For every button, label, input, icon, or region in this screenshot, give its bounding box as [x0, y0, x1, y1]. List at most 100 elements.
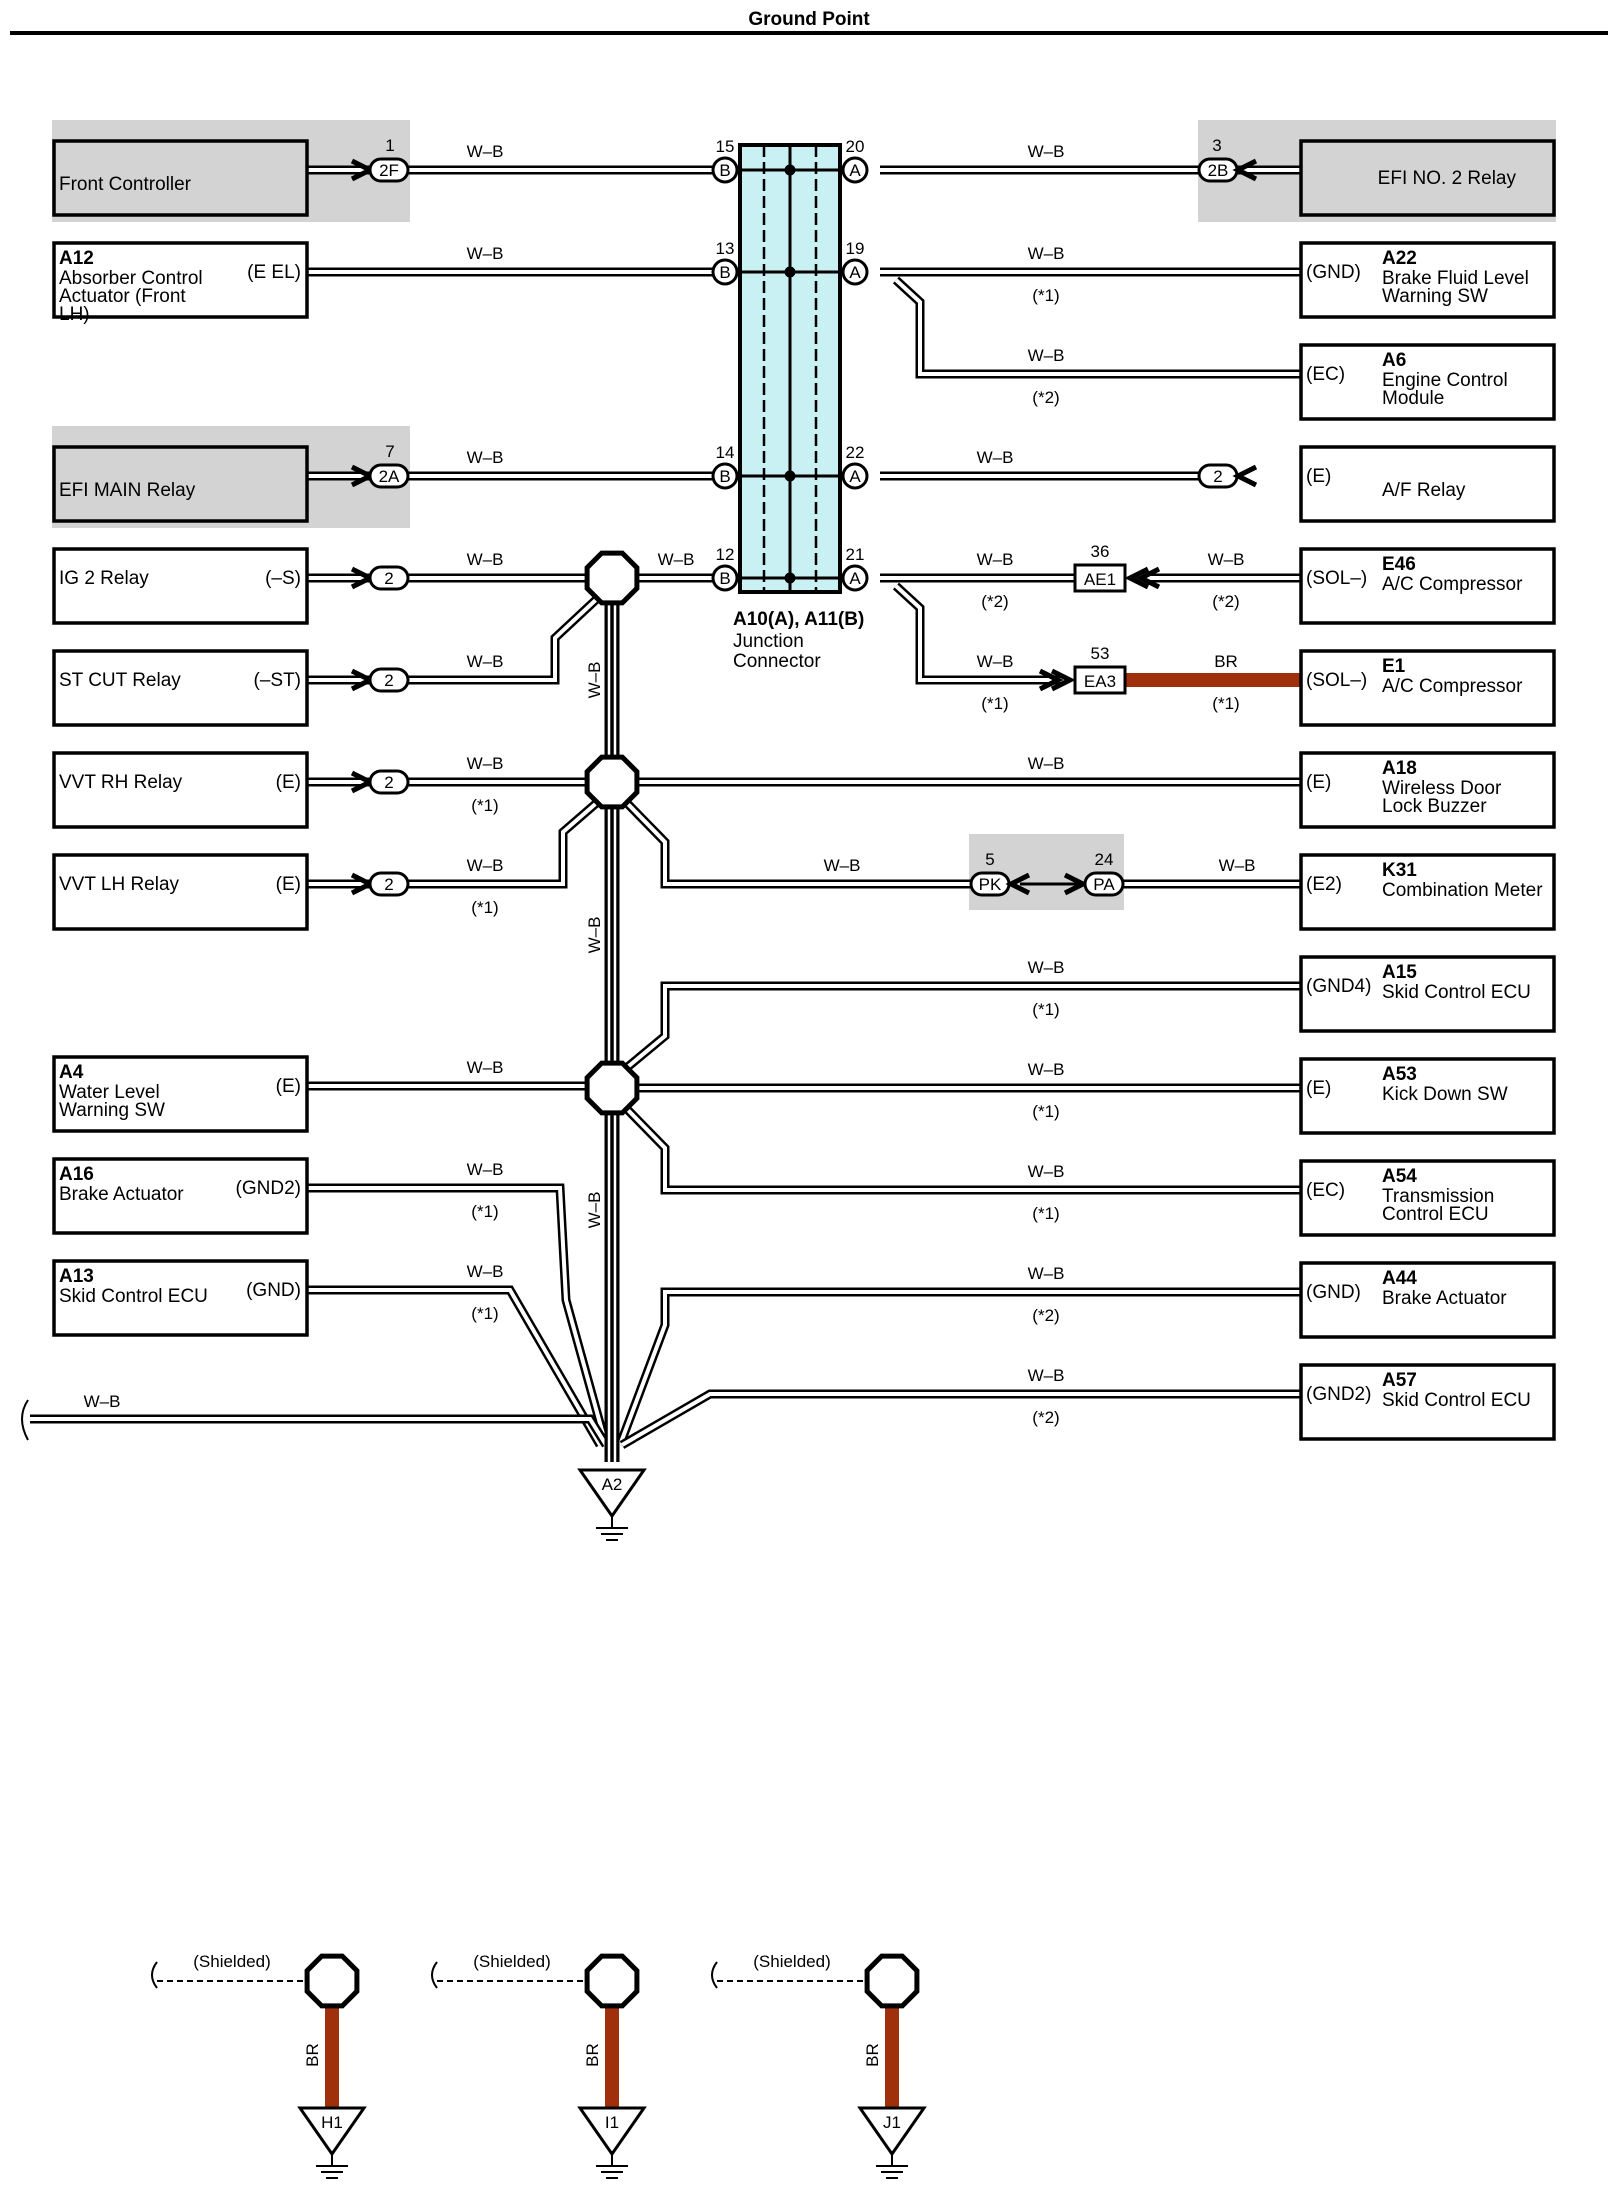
junction-pin-left: B: [711, 462, 739, 490]
component-terminal: (E): [276, 1076, 301, 1097]
component-name: IG 2 Relay: [59, 568, 149, 589]
shielded-label: (Shielded): [473, 1952, 551, 1971]
wire-label: W–B: [977, 550, 1014, 569]
component-name: Skid Control ECU: [59, 1286, 208, 1307]
connector-box: [1073, 665, 1127, 695]
circle-label: B: [719, 263, 730, 282]
component-box: [1299, 445, 1556, 523]
wire-note: (*2): [1032, 1408, 1059, 1427]
wire-outline: [892, 276, 1300, 379]
splice-point-icon: [304, 1953, 360, 2009]
wire-label: W–B: [977, 448, 1014, 467]
oval-label: 2B: [1208, 161, 1229, 180]
wire-label: W–B: [467, 856, 504, 875]
wire-label: W–B: [1028, 754, 1065, 773]
wire-outline: [621, 981, 1300, 1074]
component-name: Combination Meter: [1382, 880, 1543, 901]
circle-label: A: [849, 467, 861, 486]
component-box: [1299, 547, 1556, 625]
circle-body: [841, 156, 869, 184]
component-code: A57: [1382, 1370, 1417, 1391]
component-terminal: (EC): [1306, 1180, 1345, 1201]
wire-to-ea3: [892, 582, 1060, 685]
wire-label: W–B: [1028, 142, 1065, 161]
oval-label: 2: [384, 671, 393, 690]
component-terminal: (GND2): [236, 1178, 301, 1199]
junction-node: [784, 470, 796, 482]
component-code: A22: [1382, 248, 1417, 269]
ground-label: I1: [605, 2113, 619, 2132]
circle-body: [841, 462, 869, 490]
connector-oval: 2: [368, 565, 410, 591]
wire-label: W–B: [658, 550, 695, 569]
junction-pin-left: B: [711, 564, 739, 592]
connector-id: AE1: [1084, 570, 1116, 589]
component-name: Skid Control ECU: [1382, 982, 1531, 1003]
wire-core: [307, 798, 602, 886]
component-box: [1299, 955, 1556, 1033]
component-terminal: (E EL): [247, 262, 301, 283]
splice-point-icon: [584, 1060, 640, 1116]
component-name: Module: [1382, 388, 1444, 409]
left-component: VVT LH Relay(E): [52, 853, 309, 931]
connector-oval: 2F: [368, 157, 410, 183]
wire-note: (*1): [981, 694, 1008, 713]
wire-note: (*2): [1032, 388, 1059, 407]
junction-pin-right: A: [841, 462, 869, 490]
left-component: Front Controller: [52, 139, 309, 217]
junction-node: [784, 572, 796, 584]
component-box: [1299, 1261, 1556, 1339]
wire-core: [894, 584, 1060, 682]
wire-note: (*1): [1032, 1204, 1059, 1223]
wire-label: W–B: [1028, 1366, 1065, 1385]
junction-pin-number: 13: [716, 239, 735, 258]
ground-trunk: [604, 600, 620, 1462]
component-terminal: (E): [276, 874, 301, 895]
connector-arrow-icon: [1232, 464, 1258, 488]
component-box: [1299, 1159, 1556, 1237]
connector-oval: 2: [368, 871, 410, 897]
component-name: Brake Actuator: [59, 1184, 184, 1205]
trunk-label: W–B: [585, 1192, 604, 1229]
component-name: Warning SW: [1382, 286, 1488, 307]
wire-core: [620, 1392, 1300, 1447]
wire-break: [711, 1961, 718, 1989]
right-component: EFI NO. 2 Relay: [1299, 139, 1556, 217]
wire-label: W–B: [467, 754, 504, 773]
wire-outline: [615, 1287, 1300, 1447]
junction-pin-right: A: [841, 156, 869, 184]
inline-connector-ae1: AE1: [1073, 563, 1127, 593]
splice-point-icon: [864, 1953, 920, 2009]
wire-brake-a44: [615, 1287, 1300, 1447]
component-terminal: (SOL–): [1306, 670, 1367, 691]
connector-oval: 2B: [1197, 157, 1239, 183]
component-box: [1299, 1057, 1556, 1135]
junction-name: A10(A), A11(B): [733, 609, 864, 630]
component-name: Front Controller: [59, 174, 192, 195]
wire-skid-control: [307, 1285, 604, 1448]
component-box: [1299, 853, 1556, 931]
connector-oval: 2: [1197, 463, 1239, 489]
component-box: [52, 547, 309, 625]
wire-note: (*2): [981, 592, 1008, 611]
wire-label: W–B: [467, 1058, 504, 1077]
circle-label: A: [849, 569, 861, 588]
wire-outline: [307, 796, 603, 889]
wire-label: BR: [1214, 652, 1238, 671]
inline-connector-ea3: EA3: [1073, 665, 1127, 695]
connector-oval: 2A: [368, 463, 410, 489]
wire-brake-actuator: [307, 1183, 611, 1447]
ground-icon: H1: [297, 2106, 367, 2179]
component-code: A18: [1382, 758, 1417, 779]
junction-node: [784, 266, 796, 278]
component-code: A16: [59, 1164, 94, 1185]
wire-label: W–B: [467, 652, 504, 671]
